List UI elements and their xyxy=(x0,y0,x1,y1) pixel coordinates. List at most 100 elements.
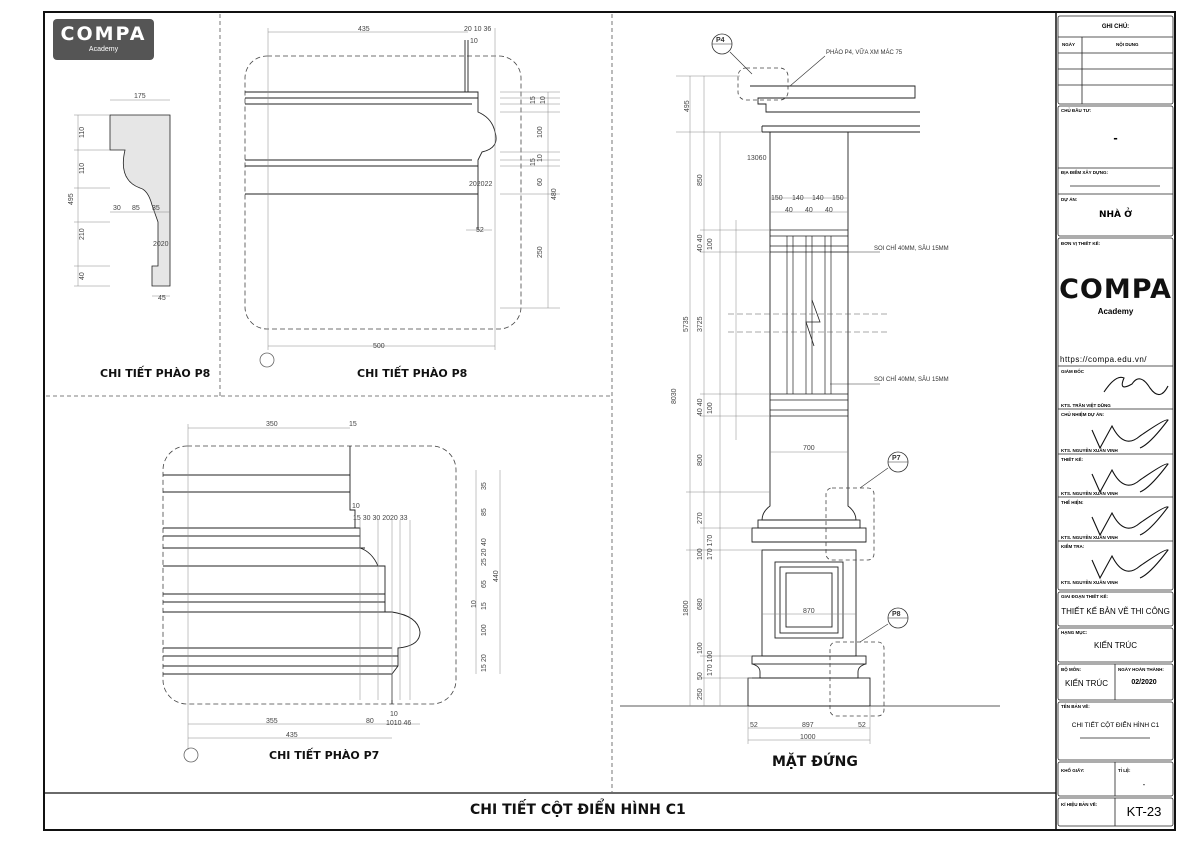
p7-detail-drawing xyxy=(162,424,501,763)
svg-text:13060: 13060 xyxy=(747,155,767,162)
svg-text:20: 20 xyxy=(481,654,488,662)
svg-text:480: 480 xyxy=(551,188,558,200)
tb-giai-doan-caption: GIAI ĐOẠN THIẾT KẾ: xyxy=(1061,594,1108,599)
tb-du-an-caption: DỰ ÁN: xyxy=(1061,197,1078,202)
svg-text:435: 435 xyxy=(358,26,370,33)
svg-text:65: 65 xyxy=(481,580,488,588)
tb-col-ngay: NGÀY xyxy=(1062,42,1076,47)
tb-don-vi-caption: ĐƠN VỊ THIẾT KẾ: xyxy=(1061,241,1101,246)
tb-ngay-caption: NGÀY HOÀN THÀNH: xyxy=(1118,667,1164,672)
p8-section-drawing xyxy=(74,99,171,297)
tb-brand-sub: Academy xyxy=(1097,307,1134,316)
svg-text:250: 250 xyxy=(537,246,544,258)
tb-ki-hieu-caption: KÍ HIỆU BẢN VẼ: xyxy=(1061,802,1098,807)
view-label-p8-section: CHI TIẾT PHÀO P8 xyxy=(100,367,211,380)
svg-text:1800: 1800 xyxy=(683,600,690,616)
elevation-notes: PHÀO P4, VỮA XM MÁC 75 SOI CHỈ 40MM, SÂU… xyxy=(716,37,949,618)
svg-text:700: 700 xyxy=(803,445,815,452)
title-block-grid xyxy=(1057,15,1174,827)
svg-text:10: 10 xyxy=(537,154,544,162)
tb-ghi-chu: GHI CHÚ: xyxy=(1101,24,1130,30)
svg-text:150: 150 xyxy=(832,195,844,202)
tb-the-hien: KTS. NGUYỄN XUÂN VINH xyxy=(1061,535,1118,540)
elevation-dimensions: 495 13060 850 150 140 140 150 40 40 40 4… xyxy=(671,100,866,741)
svg-text:850: 850 xyxy=(697,174,704,186)
svg-text:SOI CHỈ 40MM, SÂU 15MM: SOI CHỈ 40MM, SÂU 15MM xyxy=(874,245,949,252)
svg-text:140: 140 xyxy=(792,195,804,202)
tb-chu-dau-tu-caption: CHỦ ĐẦU TƯ: xyxy=(1061,108,1091,113)
svg-text:40 40: 40 40 xyxy=(697,398,704,416)
svg-text:60: 60 xyxy=(537,178,544,186)
svg-text:15: 15 xyxy=(530,158,537,166)
svg-text:15: 15 xyxy=(481,602,488,610)
view-label-p8-detail: CHI TIẾT PHÀO P8 xyxy=(357,367,468,380)
tb-the-hien-caption: THỂ HIỆN: xyxy=(1061,500,1084,505)
svg-text:800: 800 xyxy=(697,454,704,466)
tb-giam-doc-caption: GIÁM ĐỐC xyxy=(1061,369,1084,374)
svg-text:SOI CHỈ 40MM, SÂU 15MM: SOI CHỈ 40MM, SÂU 15MM xyxy=(874,376,949,383)
tb-hang-muc-caption: HẠNG MỤC: xyxy=(1061,630,1088,635)
svg-text:100: 100 xyxy=(481,624,488,636)
svg-text:52: 52 xyxy=(858,722,866,729)
tb-thiet-ke: KTS. NGUYỄN XUÂN VINH xyxy=(1061,491,1118,496)
sheet-title: CHI TIẾT CỘT ĐIỂN HÌNH C1 xyxy=(470,802,686,818)
tb-url-link[interactable]: https://compa.edu.vn/ xyxy=(1060,355,1147,364)
view-label-p7-detail: CHI TIẾT PHÀO P7 xyxy=(269,749,380,762)
svg-text:210: 210 xyxy=(79,228,86,240)
svg-text:15: 15 xyxy=(530,96,537,104)
svg-text:2020: 2020 xyxy=(153,241,169,248)
svg-text:P4: P4 xyxy=(716,37,725,44)
tb-kiem-tra: KTS. NGUYỄN XUÂN VINH xyxy=(1061,580,1118,585)
svg-text:35: 35 xyxy=(152,205,160,212)
tb-giam-doc: KTS. TRẦN VIỆT DŨNG xyxy=(1061,403,1111,408)
svg-text:110: 110 xyxy=(79,127,86,138)
svg-text:40: 40 xyxy=(785,207,793,214)
svg-text:5735: 5735 xyxy=(683,316,690,332)
svg-text:40: 40 xyxy=(481,538,488,546)
svg-text:100: 100 xyxy=(537,126,544,138)
tb-chu-dau-tu: - xyxy=(1113,130,1118,145)
svg-text:85: 85 xyxy=(132,205,140,212)
svg-text:1000: 1000 xyxy=(800,734,816,741)
svg-text:100: 100 xyxy=(697,548,704,560)
tb-brand-logo: COMPA xyxy=(1059,274,1172,305)
svg-text:25 20: 25 20 xyxy=(481,548,488,566)
logo-sub: Academy xyxy=(88,46,119,53)
tb-du-an: NHÀ Ở xyxy=(1098,210,1133,220)
svg-text:40: 40 xyxy=(79,272,86,280)
tb-ten-ban-ve-caption: TÊN BẢN VẼ: xyxy=(1061,704,1090,709)
svg-text:495: 495 xyxy=(68,193,75,205)
logo-brand: COMPA xyxy=(60,23,147,45)
tb-hang-muc: KIẾN TRÚC xyxy=(1094,641,1137,650)
svg-text:45: 45 xyxy=(158,295,166,302)
tb-giai-doan: THIẾT KẾ BẢN VẼ THI CÔNG xyxy=(1061,607,1170,616)
tb-bo-mon-caption: BỘ MÔN: xyxy=(1061,667,1081,672)
tb-ti-le-caption: TỈ LỆ: xyxy=(1118,768,1131,773)
svg-text:440: 440 xyxy=(493,570,500,582)
tb-chu-nhiem-caption: CHỦ NHIỆM DỰ ÁN: xyxy=(1061,412,1104,417)
p7-detail-dimensions: 350 15 35 85 10 15 30 30 2020 33 40 25 2… xyxy=(266,421,500,739)
svg-text:100: 100 xyxy=(707,238,714,250)
svg-text:10: 10 xyxy=(352,503,360,510)
tb-chu-nhiem: KTS. NGUYỄN XUÂN VINH xyxy=(1061,448,1118,453)
svg-text:250: 250 xyxy=(697,688,704,700)
signatures xyxy=(1091,376,1169,580)
compa-logo-badge: COMPA Academy xyxy=(53,19,154,60)
svg-text:170 170: 170 170 xyxy=(707,535,714,560)
svg-text:15: 15 xyxy=(481,664,488,672)
tb-ngay: 02/2020 xyxy=(1131,679,1157,686)
svg-text:500: 500 xyxy=(373,343,385,350)
svg-text:140: 140 xyxy=(812,195,824,202)
svg-text:100: 100 xyxy=(697,642,704,654)
svg-text:40: 40 xyxy=(825,207,833,214)
svg-text:3725: 3725 xyxy=(697,316,704,332)
svg-text:270: 270 xyxy=(697,512,704,524)
svg-text:52: 52 xyxy=(750,722,758,729)
svg-text:15 30 30 2020 33: 15 30 30 2020 33 xyxy=(353,515,408,522)
svg-text:175: 175 xyxy=(134,93,146,100)
tb-ti-le: - xyxy=(1142,780,1146,789)
svg-text:15: 15 xyxy=(349,421,357,428)
svg-text:870: 870 xyxy=(803,608,815,615)
